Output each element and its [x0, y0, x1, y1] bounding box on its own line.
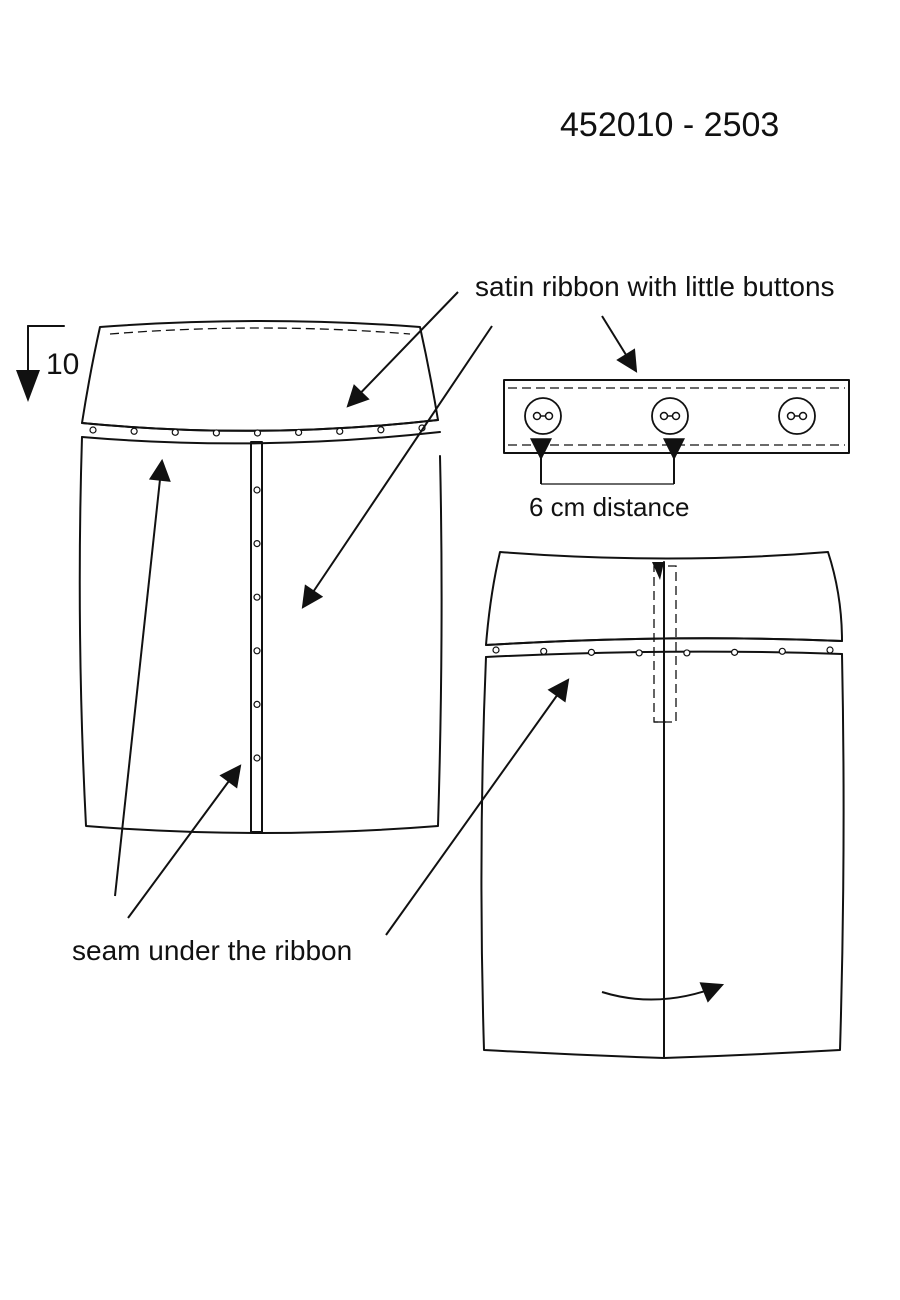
rivet	[683, 649, 691, 657]
leader-to-back-waist-seam	[385, 678, 570, 936]
wrap-direction-arrow-icon	[601, 982, 725, 1003]
front-center-ribbon	[250, 441, 263, 833]
rivet	[492, 646, 500, 654]
rivet	[826, 646, 834, 654]
rivet	[253, 429, 262, 437]
back-view	[480, 551, 845, 1059]
leader-to-ribbon-detail	[601, 315, 638, 373]
leader-to-front-waist-seam	[114, 458, 171, 897]
rivet	[253, 593, 261, 601]
rivet	[295, 428, 303, 437]
rivet	[130, 427, 138, 435]
style-code: 452010 - 2503	[560, 106, 779, 144]
rivet	[89, 426, 97, 434]
down-arrow-icon	[16, 370, 40, 402]
rivet	[635, 649, 643, 657]
front-view	[78, 320, 443, 834]
rivet	[212, 429, 220, 437]
back-skirt-body	[480, 561, 845, 1059]
seam-under-ribbon-label: seam under the ribbon	[72, 935, 352, 966]
rivet	[587, 648, 596, 656]
rivet	[778, 647, 786, 655]
rivet	[171, 428, 179, 436]
rivet	[253, 647, 261, 655]
button-icon	[778, 397, 816, 435]
rivet	[336, 427, 344, 435]
back-waist-rivets	[492, 646, 834, 657]
leader-to-waist-ribbon	[346, 291, 459, 408]
rivet	[253, 754, 261, 762]
button-distance-label: 6 cm distance	[529, 492, 689, 522]
button-icon	[524, 397, 562, 435]
satin-ribbon-label: satin ribbon with little buttons	[475, 271, 835, 302]
rivet	[253, 539, 261, 548]
rivet	[377, 426, 385, 434]
ribbon-detail: 6 cm distance	[503, 379, 850, 522]
length-marker: 10	[16, 325, 79, 402]
leader-to-center-ribbon	[301, 325, 493, 609]
rivet	[253, 700, 261, 709]
rivet	[730, 648, 739, 656]
front-center-rivets	[253, 486, 261, 762]
button-icon	[651, 397, 689, 435]
front-waistband	[81, 320, 439, 432]
rivet	[540, 647, 548, 655]
front-skirt-body	[78, 436, 443, 834]
rivet	[253, 486, 261, 494]
leader-to-front-center-seam	[127, 764, 242, 919]
length-marker-label: 10	[46, 348, 79, 381]
